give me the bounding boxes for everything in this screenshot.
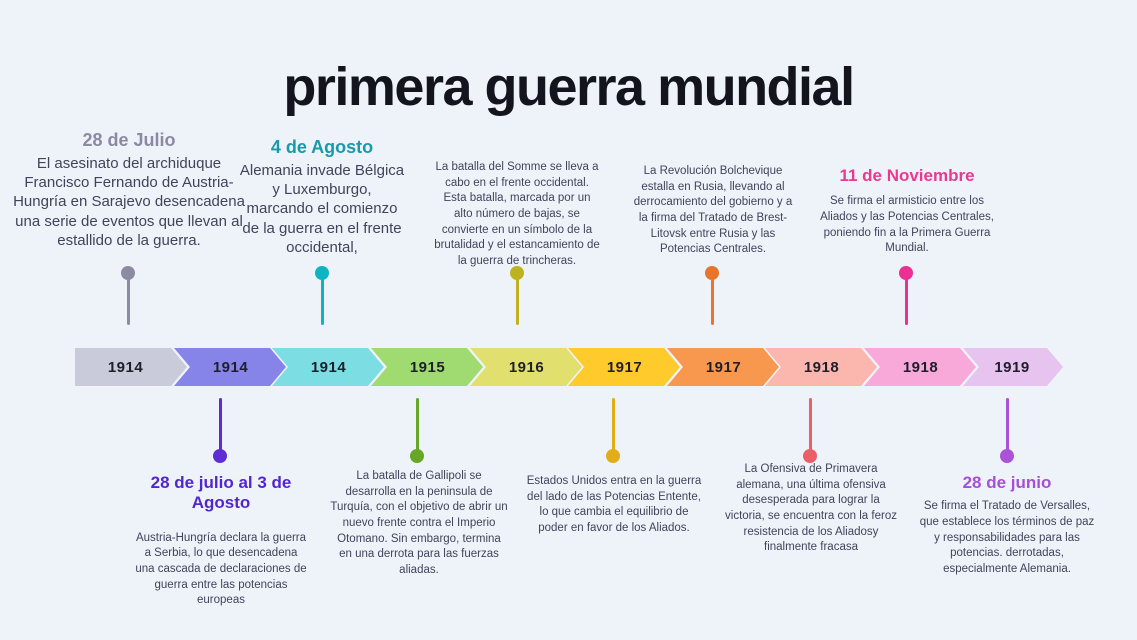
marker-line [611, 398, 615, 453]
event-bottom-2: La batalla de Gallipoli se desarrolla en… [330, 469, 508, 578]
event-top-2-text: Alemania invade Bélgica y Luxemburgo, ma… [239, 162, 405, 256]
event-top-2-date: 4 de Agosto [270, 137, 374, 157]
marker-dot-icon [121, 266, 135, 280]
timeline-segment-1918-a: 1918 [765, 348, 877, 386]
timeline-segment-1917-a: 1917 [568, 348, 680, 386]
marker-pin-bottom-5 [999, 398, 1015, 466]
event-bottom-1-text: Austria-Hungría declara la guerra a Serb… [135, 531, 307, 607]
event-bottom-4-text: La Ofensiva de Primavera alemana, una úl… [725, 463, 897, 554]
marker-dot-icon [1000, 449, 1014, 463]
event-bottom-1-date: 28 de julio al 3 de Agosto [150, 473, 292, 513]
marker-line [320, 274, 324, 325]
marker-line [808, 398, 812, 453]
marker-dot-icon [410, 449, 424, 463]
timeline-bar: 1914 1914 1914 1915 1916 1917 1917 1918 … [0, 348, 1137, 386]
event-top-5-text: Se firma el armisticio entre los Aliados… [820, 195, 994, 255]
marker-pin-bottom-2 [409, 398, 425, 466]
event-top-3-text: La batalla del Somme se lleva a cabo en … [434, 161, 600, 267]
event-top-4: La Revolución Bolchevique estalla en Rus… [628, 164, 798, 258]
marker-pin-bottom-3 [605, 398, 621, 466]
marker-line [904, 274, 908, 325]
event-bottom-3-text: Estados Unidos entra en la guerra del la… [526, 475, 702, 534]
timeline-segment-1914-c: 1914 [272, 348, 384, 386]
event-bottom-3: Estados Unidos entra en la guerra del la… [524, 474, 704, 537]
event-bottom-4: La Ofensiva de Primavera alemana, una úl… [724, 462, 898, 556]
event-top-4-text: La Revolución Bolchevique estalla en Rus… [633, 165, 793, 256]
event-top-1-text: El asesinato del archiduque Francisco Fe… [13, 155, 245, 249]
timeline-segment-1916: 1916 [470, 348, 582, 386]
timeline-segment-1918-b: 1918 [864, 348, 976, 386]
event-top-3: La batalla del Somme se lleva a cabo en … [434, 160, 600, 269]
timeline-segment-1919: 1919 [963, 348, 1063, 386]
timeline-segment-1915: 1915 [371, 348, 483, 386]
marker-line [710, 274, 714, 325]
page-title: primera guerra mundial [283, 57, 855, 117]
marker-line [218, 398, 222, 453]
marker-pin-top-2 [314, 266, 330, 328]
marker-dot-icon [899, 266, 913, 280]
marker-pin-top-1 [120, 266, 136, 328]
marker-dot-icon [705, 266, 719, 280]
event-bottom-5-text: Se firma el Tratado de Versalles, que es… [919, 500, 1095, 575]
marker-dot-icon [606, 449, 620, 463]
timeline-segment-1917-b: 1917 [667, 348, 779, 386]
marker-line [515, 274, 519, 325]
marker-dot-icon [315, 266, 329, 280]
marker-pin-bottom-4 [802, 398, 818, 466]
marker-line [126, 274, 130, 325]
event-bottom-5: 28 de junio Se firma el Tratado de Versa… [917, 473, 1097, 578]
event-top-1-date: 28 de Julio [82, 130, 176, 150]
marker-line [1005, 398, 1009, 453]
event-top-1: 28 de Julio El asesinato del archiduque … [13, 130, 245, 250]
event-bottom-1: 28 de julio al 3 de Agosto Austria-Hungr… [135, 473, 307, 609]
marker-line [415, 398, 419, 453]
event-top-5: 11 de Noviembre Se firma el armisticio e… [818, 166, 996, 257]
event-bottom-5-date: 28 de junio [962, 473, 1052, 492]
marker-dot-icon [510, 266, 524, 280]
marker-pin-top-3 [509, 266, 525, 328]
marker-pin-top-4 [704, 266, 720, 328]
event-bottom-2-text: La batalla de Gallipoli se desarrolla en… [330, 470, 508, 576]
event-top-2: 4 de Agosto Alemania invade Bélgica y Lu… [238, 137, 406, 257]
timeline-segment-1914-a: 1914 [75, 348, 187, 386]
event-top-5-date: 11 de Noviembre [839, 166, 975, 185]
timeline-segment-1914-b: 1914 [174, 348, 286, 386]
marker-dot-icon [803, 449, 817, 463]
marker-dot-icon [213, 449, 227, 463]
marker-pin-top-5 [898, 266, 914, 328]
marker-pin-bottom-1 [212, 398, 228, 466]
